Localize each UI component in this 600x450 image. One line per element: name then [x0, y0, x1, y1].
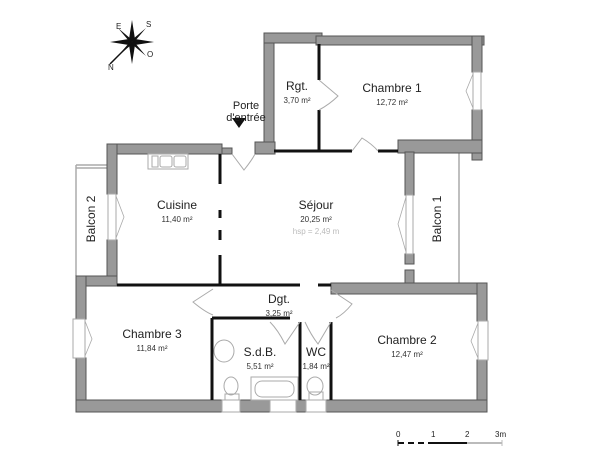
scale-tick-2: 2	[465, 430, 470, 439]
scale-tick-3m: 3m	[495, 430, 507, 439]
room-area: 1,84 m²	[302, 362, 330, 371]
compass-label-west: O	[147, 50, 154, 59]
entrance-label-line2: d'entrée	[226, 112, 266, 124]
room-chambre-2: Chambre 2 12,47 m²	[377, 333, 436, 359]
room-area: 11,84 m²	[136, 344, 168, 353]
balcon-1-label: Balcon 1	[430, 195, 444, 243]
room-area: 20,25 m²	[300, 215, 332, 224]
compass-label-south: S	[146, 20, 152, 29]
room-chambre-3: Chambre 3 11,84 m²	[122, 327, 181, 353]
scale-bar	[397, 440, 503, 446]
room-name: Chambre 1	[362, 81, 422, 95]
room-area: 3,25 m²	[265, 309, 293, 318]
room-name: Séjour	[298, 198, 334, 212]
room-name: Chambre 3	[122, 327, 182, 341]
room-name: Rgt.	[285, 79, 308, 93]
room-name: WC	[306, 345, 326, 359]
room-sejour: Séjour 20,25 m² hsp = 2,49 m	[293, 198, 339, 236]
compass-rose-icon	[109, 20, 154, 65]
entrance-label: Porte d'entrée	[226, 100, 265, 124]
room-rangement: Rgt. 3,70 m²	[283, 79, 310, 105]
room-area: 12,72 m²	[376, 98, 408, 107]
room-name: S.d.B.	[243, 345, 277, 359]
kitchen-sink-icon	[147, 153, 189, 170]
room-name: Cuisine	[156, 198, 198, 212]
room-area: 3,70 m²	[283, 96, 311, 105]
balcon-2-outline	[75, 164, 108, 276]
room-chambre-1: Chambre 1 12,72 m²	[362, 81, 421, 107]
entrance-label-line1: Porte	[232, 100, 260, 112]
scale-tick-1: 1	[431, 430, 436, 439]
room-sdb: S.d.B. 5,51 m²	[244, 345, 277, 371]
interior-partitions	[117, 44, 398, 400]
compass-label-east: E	[116, 22, 122, 31]
windows	[72, 71, 489, 413]
scale-tick-0: 0	[396, 430, 401, 439]
compass-label-north: N	[108, 63, 114, 72]
bathtub-icon	[250, 376, 299, 401]
door-swings	[192, 79, 379, 345]
room-ceiling-height: hsp = 2,49 m	[292, 227, 340, 236]
room-cuisine: Cuisine 11,40 m²	[157, 198, 197, 224]
bathroom-sink-icon	[213, 339, 235, 363]
room-area: 5,51 m²	[246, 362, 274, 371]
room-area: 11,40 m²	[161, 215, 193, 224]
toilet-icon	[223, 376, 324, 401]
room-degagement: Dgt. 3,25 m²	[265, 292, 292, 318]
room-wc: WC 1,84 m²	[302, 345, 329, 371]
room-name: Chambre 2	[377, 333, 437, 347]
room-name: Dgt.	[267, 292, 290, 306]
window-sashes	[84, 73, 479, 359]
entrance-arrow-icon	[232, 118, 246, 128]
balcon-2-label: Balcon 2	[84, 195, 98, 243]
room-area: 12,47 m²	[391, 350, 423, 359]
